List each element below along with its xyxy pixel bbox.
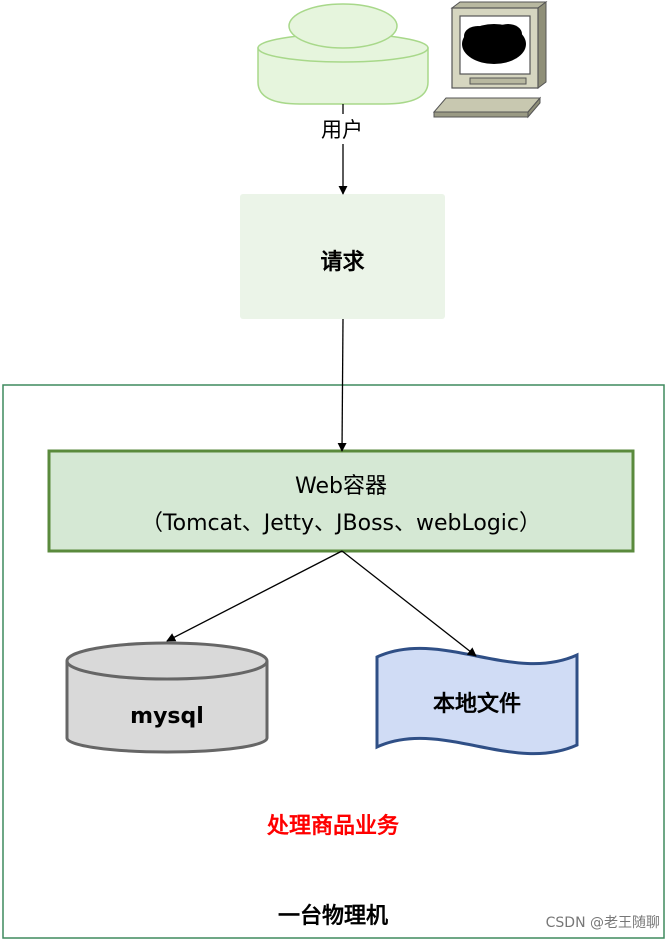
arrow-request-to-container: [337, 318, 347, 452]
user-label: 用户: [300, 114, 384, 144]
computer-icon: [432, 1, 548, 119]
physical-machine-label: 一台物理机: [277, 904, 388, 929]
user-cloud-icon: [257, 3, 429, 105]
mysql-database-icon: [65, 641, 269, 754]
business-label: 处理商品业务: [266, 814, 399, 839]
arrow-container-to-mysql: [166, 550, 343, 642]
arrow-container-to-file: [341, 550, 477, 657]
request-label: 请求: [320, 250, 365, 275]
physical-machine-boundary: [2, 384, 665, 939]
web-container-subtitle: （Tomcat、Jetty、JBoss、webLogic）: [140, 511, 542, 536]
csdn-watermark: CSDN @老王随聊: [545, 915, 660, 931]
local-file-shape: [375, 647, 579, 755]
mysql-label: mysql: [130, 704, 204, 729]
web-container-box: [47, 449, 635, 553]
web-container-title: Web容器: [295, 474, 387, 499]
local-file-label: 本地文件: [432, 692, 521, 717]
request-box: [240, 194, 445, 319]
